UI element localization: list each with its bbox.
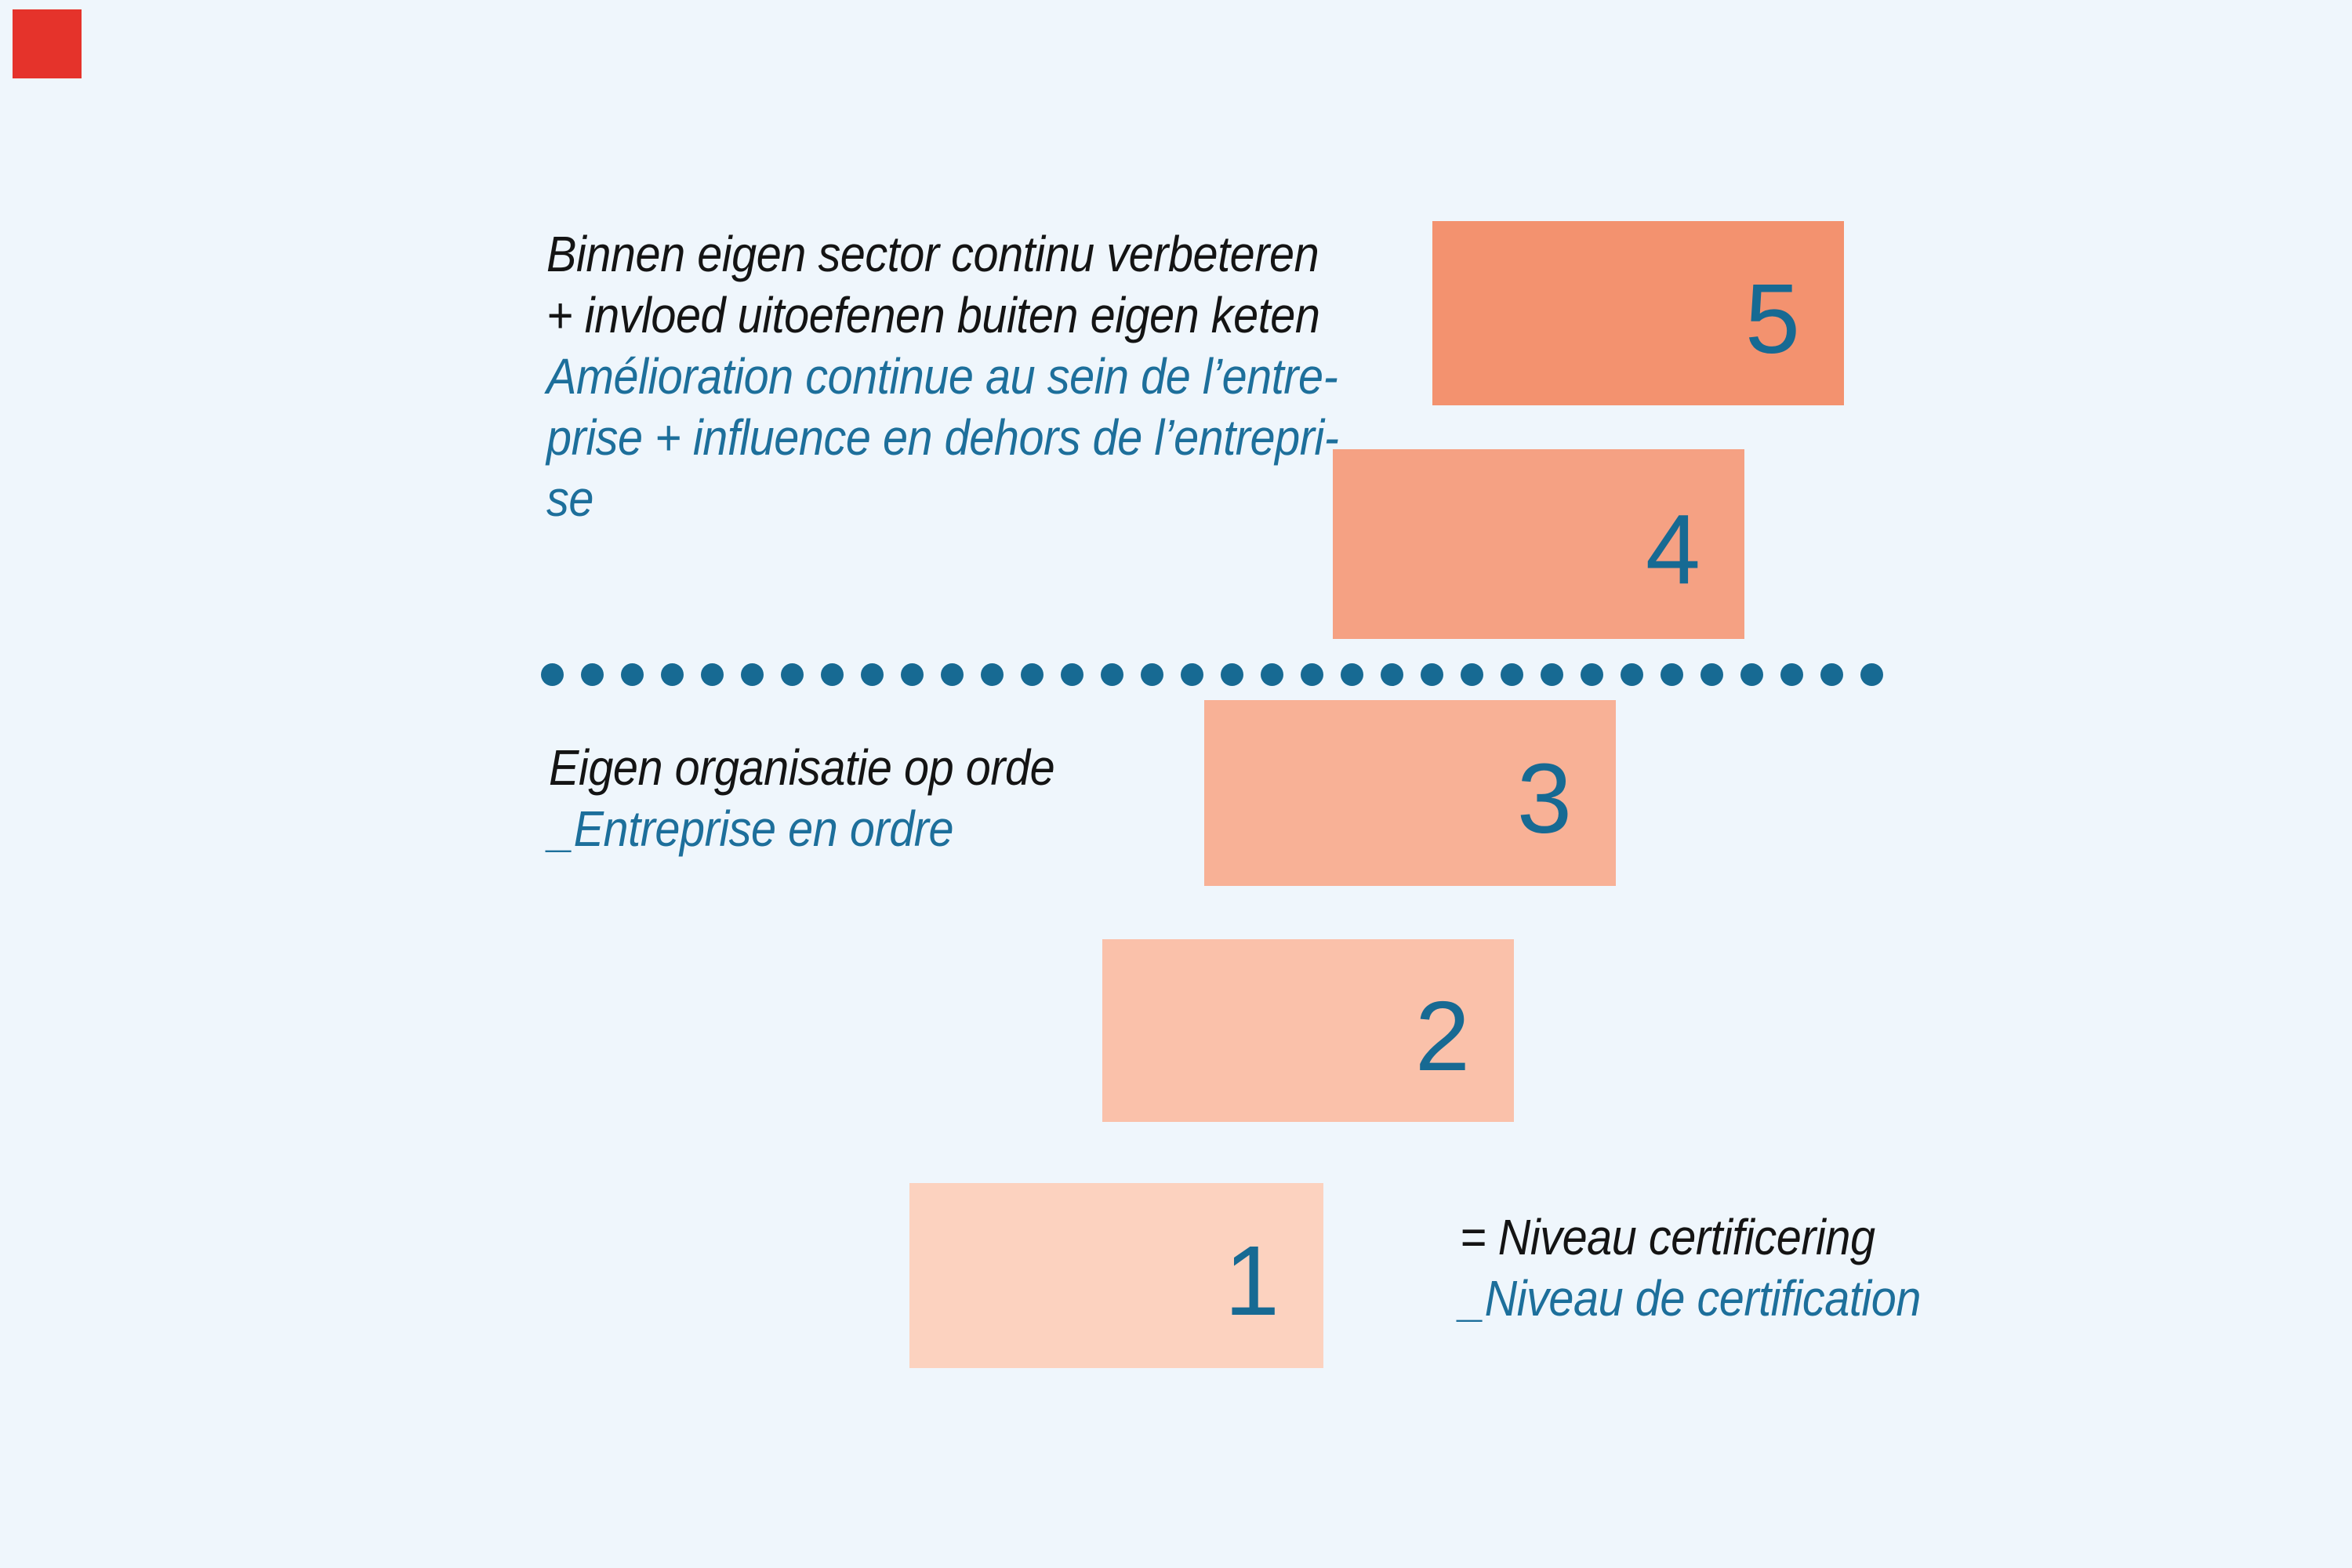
level-step-1: 1 [909,1183,1323,1368]
level123-caption: Eigen organisatie op orde _Entreprise en… [549,737,1055,859]
divider-dot [1820,663,1843,686]
divider-dot [861,663,884,686]
divider-dot [781,663,804,686]
corner-red-square [13,9,82,78]
caption-line-fr: _Niveau de certification [1460,1270,1921,1327]
level-number: 4 [1645,494,1700,604]
level-number: 1 [1224,1225,1279,1336]
caption-line-nl: = Niveau certificering [1460,1209,1875,1265]
divider-dot [1061,663,1083,686]
divider-dot [741,663,764,686]
divider-dot [901,663,924,686]
divider-dot [941,663,964,686]
level-number: 3 [1516,742,1572,854]
caption-line-nl: Eigen organisatie op orde [549,739,1055,796]
dotted-divider [541,663,1883,686]
caption-line-nl: + invloed uitoefenen buiten eigen keten [546,287,1320,343]
caption-line-fr: Amélioration continue au sein de l’entre… [546,348,1338,405]
divider-dot [1381,663,1403,686]
divider-dot [701,663,724,686]
divider-dot [1661,663,1683,686]
divider-dot [541,663,564,686]
divider-dot [581,663,604,686]
divider-dot [1341,663,1363,686]
divider-dot [1700,663,1723,686]
divider-dot [1461,663,1483,686]
caption-line-fr: se [546,470,593,527]
level-number: 2 [1414,980,1470,1091]
divider-dot [1541,663,1563,686]
level-number: 5 [1744,263,1800,374]
divider-dot [661,663,684,686]
divider-dot [1141,663,1163,686]
caption-line-fr: prise + influence en dehors de l’entrepr… [546,409,1339,466]
divider-dot [1860,663,1883,686]
divider-dot [621,663,644,686]
divider-dot [1021,663,1044,686]
divider-dot [1261,663,1283,686]
divider-dot [1581,663,1603,686]
divider-dot [1181,663,1203,686]
divider-dot [1740,663,1763,686]
divider-dot [1221,663,1243,686]
divider-dot [1421,663,1443,686]
divider-dot [1501,663,1523,686]
divider-dot [821,663,844,686]
divider-dot [981,663,1004,686]
level-step-2: 2 [1102,939,1514,1122]
level-step-4: 4 [1333,449,1744,639]
level45-caption: Binnen eigen sector continu verbeteren +… [546,223,1339,529]
level-step-5: 5 [1432,221,1844,405]
legend-caption: = Niveau certificering _Niveau de certif… [1460,1207,1921,1329]
divider-dot [1621,663,1643,686]
caption-line-nl: Binnen eigen sector continu verbeteren [546,226,1319,282]
divider-dot [1101,663,1123,686]
level-step-3: 3 [1204,700,1616,886]
divider-dot [1301,663,1323,686]
divider-dot [1780,663,1803,686]
caption-line-fr: _Entreprise en ordre [549,800,954,857]
